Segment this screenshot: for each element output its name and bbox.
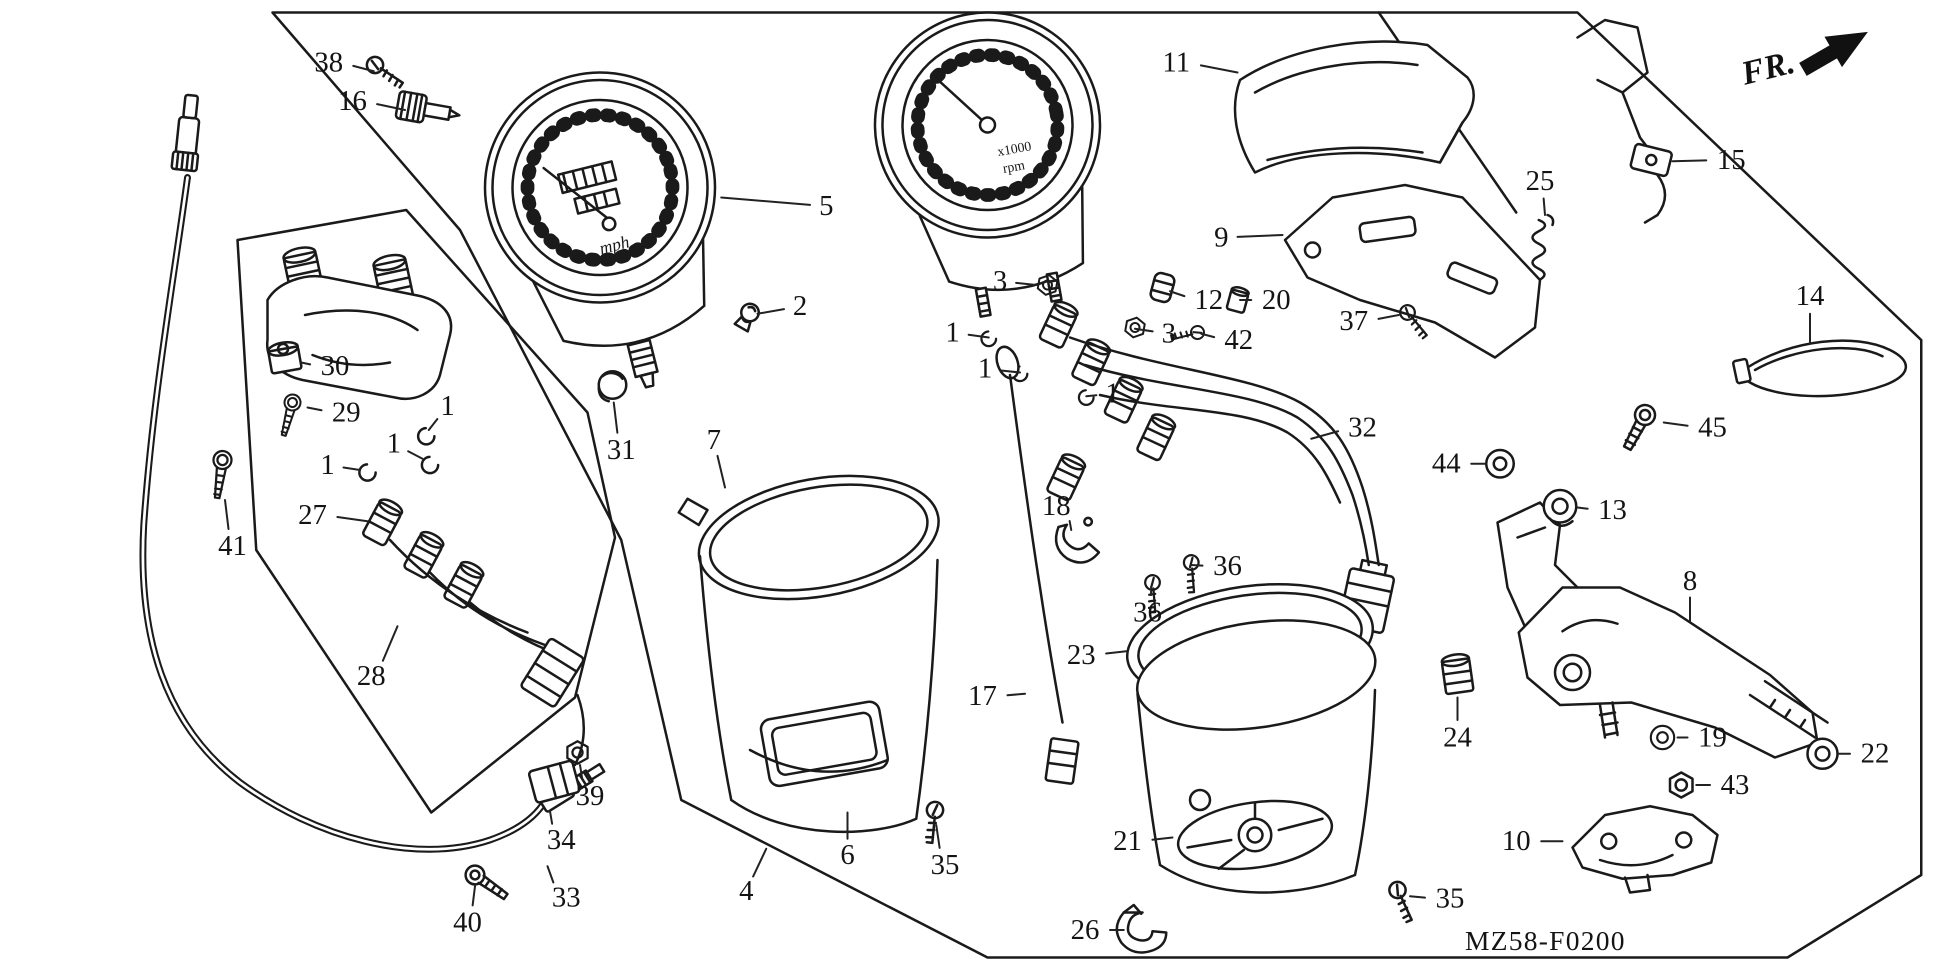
- callout-leader-4: [753, 849, 766, 877]
- mount-collar: [1441, 653, 1474, 695]
- callout-leader-29: [308, 408, 322, 411]
- callout-leader-17: [1008, 694, 1026, 696]
- mount-bolt: [276, 393, 302, 438]
- callout-leader-37: [1379, 315, 1399, 319]
- speedometer: mph: [461, 48, 762, 414]
- mount-grommet: [1808, 739, 1838, 769]
- callout-leader-35: [936, 825, 939, 848]
- meter-cover: [1235, 42, 1474, 173]
- clamp-screw: [1173, 553, 1211, 595]
- tachometer-socket-harness: [981, 274, 1396, 634]
- clamp-screw: [1134, 573, 1172, 615]
- spring-clip: [1533, 215, 1554, 279]
- mount-grommet: [267, 340, 302, 374]
- knob-cap: [599, 371, 627, 401]
- flange-nut: [1670, 773, 1693, 798]
- cable-clamp: [1117, 905, 1166, 953]
- callout-leader-7: [718, 456, 726, 488]
- callout-leader-13: [1578, 508, 1588, 509]
- callout-leader-1: [344, 468, 361, 471]
- stay-bolt: [1619, 401, 1659, 452]
- tachometer-case: [1130, 606, 1382, 892]
- flange-bolt: [208, 450, 232, 499]
- callout-leader-5: [721, 198, 810, 205]
- callout-leader-2: [758, 309, 785, 314]
- callout-leader-27: [337, 517, 367, 521]
- callout-leader-35: [1410, 896, 1425, 897]
- cable-setting-bolt: [462, 862, 511, 904]
- wire-clamp: [1052, 517, 1101, 568]
- callout-leader-41: [225, 500, 229, 529]
- diagram-code: MZ58-F0200: [1465, 925, 1626, 958]
- meter-stay-bracket: [1285, 185, 1540, 358]
- callout-leader-36: [1191, 565, 1202, 566]
- callout-leader-1: [969, 335, 989, 338]
- case-screw: [1379, 879, 1425, 924]
- pan-screw: [364, 56, 405, 88]
- callout-leader-1: [408, 451, 422, 459]
- callout-leader-25: [1544, 199, 1545, 216]
- bracket-screw: [1169, 317, 1206, 353]
- callout-leader-28: [383, 626, 398, 661]
- plain-washer: [1651, 726, 1674, 749]
- callout-leader-33: [548, 866, 554, 882]
- meter-bulb: [734, 301, 762, 332]
- cushion-rubber: [1149, 272, 1175, 304]
- callout-leader-15: [1673, 160, 1707, 161]
- wire-band: [1733, 341, 1906, 397]
- callout-leader-45: [1664, 423, 1688, 426]
- callout-leader-3: [1016, 283, 1036, 285]
- callout-leader-31: [614, 403, 618, 433]
- plain-washer: [1486, 450, 1514, 478]
- sensor-wire: [993, 344, 1079, 784]
- callout-leader-1: [429, 419, 438, 430]
- callout-leader-1: [1086, 395, 1096, 396]
- callout-leader-9: [1238, 235, 1283, 237]
- callout-leader-34: [550, 811, 552, 824]
- speedometer-case: [679, 459, 949, 832]
- callout-leader-18: [1070, 521, 1072, 530]
- callout-leader-23: [1106, 651, 1126, 653]
- lower-bracket: [1573, 806, 1718, 892]
- fr-label: FR.: [1737, 42, 1798, 93]
- wire-stay: [1578, 20, 1673, 223]
- callout-leader-11: [1201, 65, 1238, 72]
- tachometer: x1000 rpm: [857, 0, 1131, 329]
- case-screw: [915, 800, 953, 845]
- callout-leader-38: [353, 66, 374, 71]
- callout-leader-40: [473, 886, 475, 905]
